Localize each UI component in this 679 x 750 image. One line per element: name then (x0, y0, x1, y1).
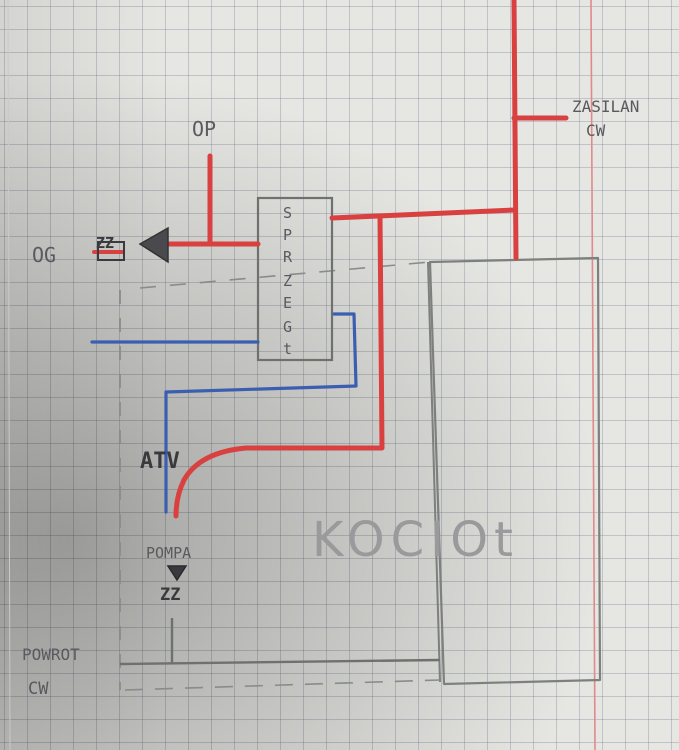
boiler-left-wall (427, 261, 441, 683)
manifold-letter: S (283, 204, 292, 222)
manifold-letters: S P R Z E G t (283, 204, 293, 358)
dashed-bottom-edge (124, 679, 441, 691)
manifold-letter: P (283, 226, 292, 244)
powrot-cw-label: CW (28, 679, 49, 699)
manifold-letter: R (283, 248, 293, 266)
manifold-return-pipe (164, 312, 358, 514)
boiler-outline (428, 256, 602, 686)
pump-triangle-icon (166, 565, 188, 582)
manifold-letter: t (283, 340, 292, 358)
zasilanie-cw-label: CW (586, 121, 606, 140)
zasilanie-label: ZASILAN (572, 97, 639, 116)
kociol-label: KOCIOt (312, 512, 519, 568)
manifold-letter: E (283, 294, 292, 312)
page-margin-line (590, 0, 596, 750)
manifold-letter: G (283, 318, 292, 336)
supply-riser-pipe (511, 0, 519, 261)
manifold-letter: Z (283, 272, 292, 290)
op-label: OP (192, 117, 216, 141)
return-pipe-bottom (119, 658, 441, 666)
og-label: OG (32, 243, 56, 267)
atv-label: ATV (140, 449, 180, 474)
pompa-valve-label: ZZ (160, 585, 180, 605)
manifold-box (256, 196, 334, 362)
powrot-label: POWROT (22, 645, 80, 664)
page-edge-line (7, 0, 11, 750)
manifold-supply-pipe (329, 207, 518, 221)
og-valve-label: ZZ (96, 234, 114, 252)
atv-supply-pipe (173, 213, 385, 519)
pompa-label: POMPA (146, 544, 191, 562)
valve-icon (97, 226, 169, 264)
